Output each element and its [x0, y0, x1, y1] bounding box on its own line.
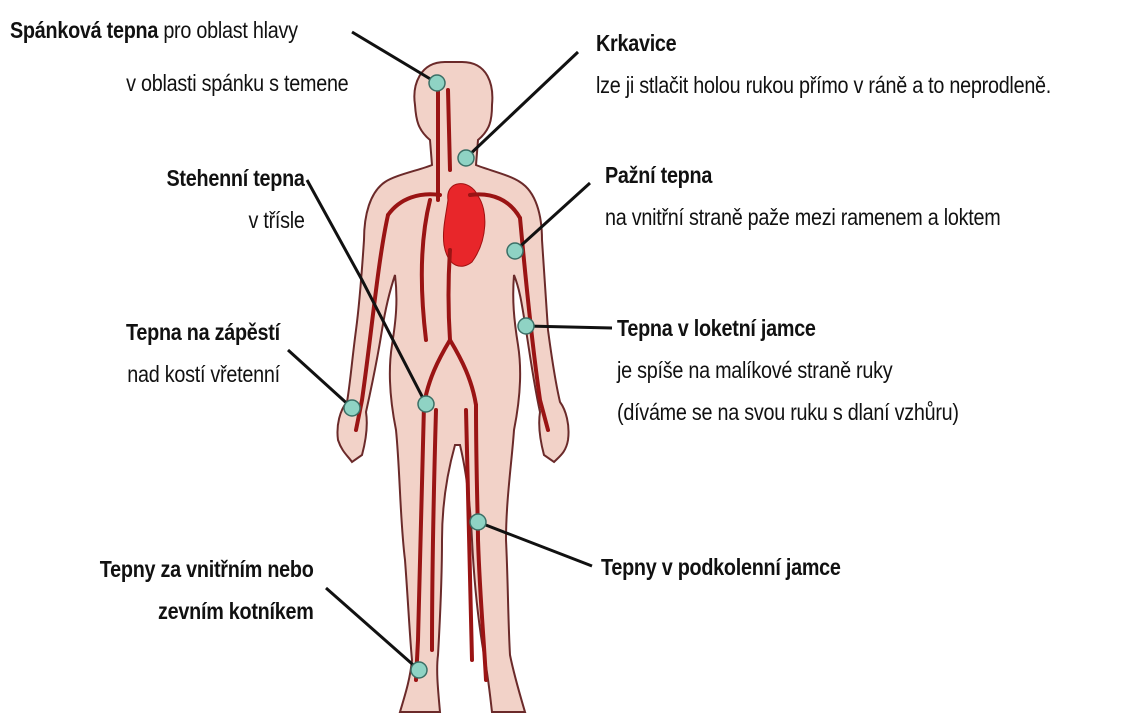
point-brachial — [507, 243, 523, 259]
artery-aorta — [449, 250, 451, 340]
label-carotid-desc: lze ji stlačit holou rukou přímo v ráně … — [596, 70, 1051, 100]
label-femoral-title: Stehenní tepna — [167, 165, 305, 191]
label-wrist: Tepna na zápěstí nad kostí vřetenní — [126, 317, 280, 389]
point-carotid — [458, 150, 474, 166]
point-femoral — [418, 396, 434, 412]
label-ankle-desc: zevním kotníkem — [158, 598, 314, 624]
label-elbow-desc: je spíše na malíkové straně ruky — [617, 355, 959, 385]
point-ankle — [411, 662, 427, 678]
label-elbow-title: Tepna v loketní jamce — [617, 315, 816, 341]
label-carotid: Krkavice lze ji stlačit holou rukou přím… — [596, 28, 1051, 100]
point-popliteal — [470, 514, 486, 530]
label-temporal-desc: v oblasti spánku s temene — [126, 68, 348, 98]
label-wrist-desc: nad kostí vřetenní — [126, 359, 280, 389]
label-popliteal-title: Tepny v podkolenní jamce — [601, 554, 841, 580]
label-temporal-title: Spánková tepna — [10, 17, 158, 43]
point-temporal — [429, 75, 445, 91]
label-popliteal: Tepny v podkolenní jamce — [601, 552, 841, 582]
point-wrist — [344, 400, 360, 416]
label-carotid-title: Krkavice — [596, 30, 676, 56]
label-wrist-title: Tepna na zápěstí — [126, 319, 280, 345]
label-temporal-line2: v oblasti spánku s temene — [126, 68, 348, 98]
leader-ankle — [326, 588, 419, 670]
label-elbow-note: (díváme se na svou ruku s dlaní vzhůru) — [617, 397, 959, 427]
label-ankle: Tepny za vnitřním nebo zevním kotníkem — [100, 554, 314, 626]
label-ankle-title: Tepny za vnitřním nebo — [100, 556, 314, 582]
label-temporal-rest: pro oblast hlavy — [158, 17, 298, 43]
point-elbow — [518, 318, 534, 334]
artery-neck-right — [448, 90, 450, 170]
label-brachial-title: Pažní tepna — [605, 162, 712, 188]
label-brachial: Pažní tepna na vnitřní straně paže mezi … — [605, 160, 1000, 232]
label-brachial-desc: na vnitřní straně paže mezi ramenem a lo… — [605, 202, 1000, 232]
leader-wrist — [288, 350, 352, 408]
leader-temporal — [352, 32, 437, 83]
label-femoral-desc: v třísle — [167, 205, 305, 235]
leader-elbow — [526, 326, 612, 328]
label-temporal: Spánková tepna pro oblast hlavy — [10, 15, 298, 45]
label-elbow: Tepna v loketní jamce je spíše na malíko… — [617, 313, 959, 427]
label-femoral: Stehenní tepna v třísle — [167, 163, 305, 235]
body-silhouette — [337, 62, 568, 712]
